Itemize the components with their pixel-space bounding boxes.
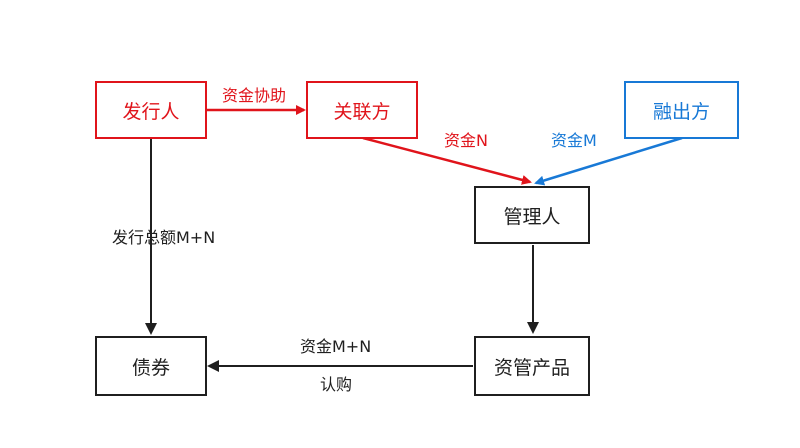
edge-label-product-to-bond-amount: 资金M+N — [300, 337, 372, 356]
arrow-funder-to-manager — [534, 136, 683, 186]
edge-label-related-to-manager: 资金N — [444, 131, 488, 150]
node-bond: 债券 — [95, 336, 207, 396]
edge-label-issuer-to-related: 资金协助 — [222, 86, 287, 105]
edge-label-product-to-bond-subscribe: 认购 — [320, 375, 353, 394]
node-issuer: 发行人 — [95, 81, 207, 139]
node-funder: 融出方 — [624, 81, 739, 139]
arrow-related-to-manager — [362, 136, 532, 185]
node-manager: 管理人 — [474, 186, 590, 244]
node-related-party: 关联方 — [306, 81, 418, 139]
edge-label-issuer-to-bond: 发行总额M+N — [112, 228, 216, 247]
edge-label-funder-to-manager: 资金M — [551, 131, 597, 150]
node-am-product: 资管产品 — [474, 336, 590, 396]
